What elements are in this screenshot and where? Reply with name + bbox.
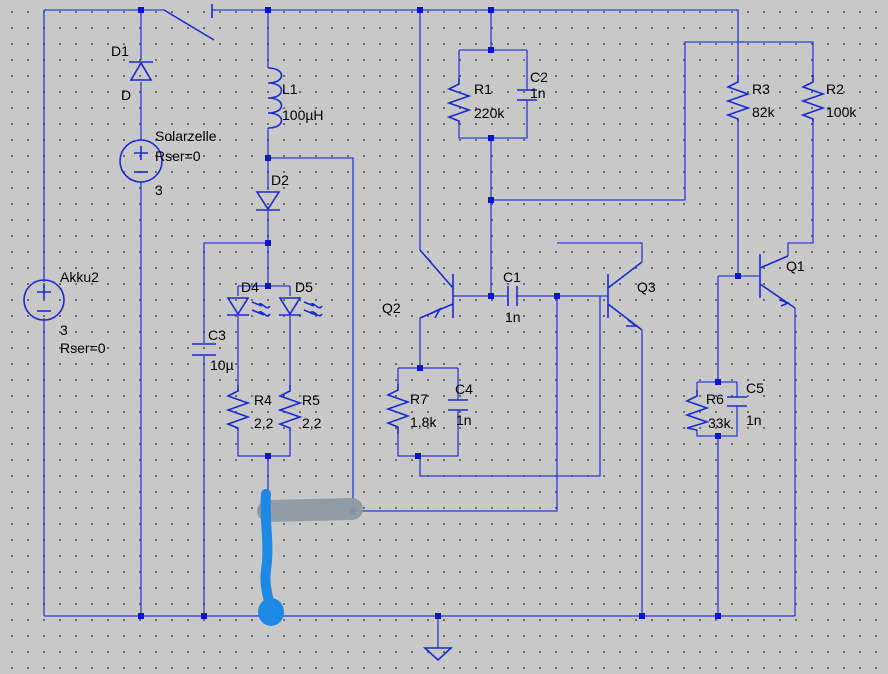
solarzelle-source[interactable]: Solarzelle Rser=0 3 <box>119 128 217 198</box>
junction-nodes <box>138 7 741 619</box>
r1-value: 220k <box>474 105 505 121</box>
wires <box>43 9 814 648</box>
q2-transistor[interactable]: Q2 <box>382 249 454 319</box>
r2-value: 100k <box>826 104 857 120</box>
r5-name: R5 <box>302 392 320 408</box>
q1-name: Q1 <box>786 258 805 274</box>
r2-resistor[interactable]: R2 100k <box>800 75 857 122</box>
c3-capacitor[interactable]: C3 10µ <box>192 327 234 373</box>
d1-value: D <box>121 87 131 103</box>
d4-name: D4 <box>241 279 259 295</box>
d1-diode[interactable]: D1 D <box>111 43 153 103</box>
c2-value: 1n <box>530 85 546 101</box>
r4-resistor[interactable]: R4 2,2 <box>225 385 274 431</box>
l1-inductor[interactable]: L1 100µH <box>267 67 324 129</box>
r5-value: 2,2 <box>302 415 322 431</box>
r3-name: R3 <box>752 81 770 97</box>
c1-value: 1n <box>505 309 521 325</box>
solarzelle-name: Solarzelle <box>155 128 217 144</box>
d2-diode[interactable]: D2 <box>255 172 289 211</box>
c3-name: C3 <box>208 327 226 343</box>
r6-name: R6 <box>706 391 724 407</box>
annotation-blue-stroke <box>258 489 284 626</box>
akku2-name: Akku2 <box>60 269 99 285</box>
solarzelle-rser: Rser=0 <box>155 148 201 164</box>
c4-name: C4 <box>455 381 473 397</box>
c1-name: C1 <box>503 269 521 285</box>
l1-name: L1 <box>282 81 298 97</box>
akku2-value: 3 <box>60 322 68 338</box>
c4-value: 1n <box>456 412 472 428</box>
q1-transistor[interactable]: Q1 <box>759 254 805 309</box>
r4-value: 2,2 <box>254 415 274 431</box>
q2-name: Q2 <box>382 300 401 316</box>
akku2-source[interactable]: Akku2 3 Rser=0 <box>23 269 106 356</box>
d1-name: D1 <box>111 43 129 59</box>
q3-name: Q3 <box>637 279 656 295</box>
r7-value: 1,8k <box>410 414 437 430</box>
annotation-gray-stroke <box>257 498 363 522</box>
c5-value: 1n <box>746 412 762 428</box>
l1-value: 100µH <box>282 107 324 123</box>
r6-resistor[interactable]: R6 33k <box>684 390 732 431</box>
r6-value: 33k <box>708 415 732 431</box>
akku2-rser: Rser=0 <box>60 340 106 356</box>
r3-resistor[interactable]: R3 82k <box>725 75 776 122</box>
c4-capacitor[interactable]: C4 1n <box>448 381 473 428</box>
d5-led[interactable]: D5 <box>278 279 323 317</box>
c5-name: C5 <box>746 380 764 396</box>
c5-capacitor[interactable]: C5 1n <box>727 380 764 428</box>
r5-resistor[interactable]: R5 2,2 <box>277 385 322 431</box>
r1-name: R1 <box>474 81 492 97</box>
solarzelle-value: 3 <box>155 182 163 198</box>
q3-transistor[interactable]: Q3 <box>607 261 656 331</box>
c2-name: C2 <box>530 69 548 85</box>
d5-name: D5 <box>295 279 313 295</box>
r1-resistor[interactable]: R1 220k <box>446 78 505 124</box>
c1-capacitor[interactable]: C1 1n <box>503 269 521 325</box>
c3-value: 10µ <box>210 357 234 373</box>
c2-capacitor[interactable]: C2 1n <box>517 69 548 101</box>
r7-name: R7 <box>410 391 428 407</box>
r3-value: 82k <box>752 104 776 120</box>
ground-symbol[interactable] <box>422 647 454 662</box>
r4-name: R4 <box>254 392 272 408</box>
d4-led[interactable]: D4 <box>226 279 271 317</box>
d2-name: D2 <box>271 172 289 188</box>
r2-name: R2 <box>826 81 844 97</box>
r7-resistor[interactable]: R7 1,8k <box>385 384 437 434</box>
switch[interactable] <box>163 4 215 41</box>
